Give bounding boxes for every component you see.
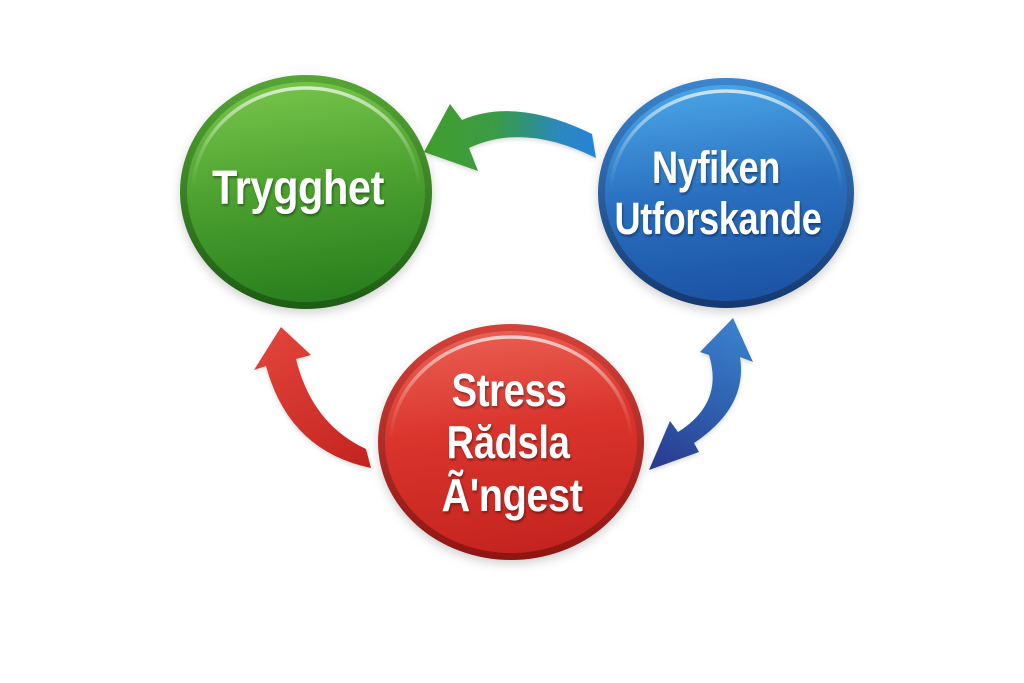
nyfiken-gloss-ring bbox=[609, 89, 843, 297]
stress-label-line1: Stress bbox=[452, 364, 567, 416]
trygghet-body bbox=[187, 82, 425, 302]
nyfiken-label-line2: Utforskande bbox=[615, 193, 822, 244]
node-trygghet: Trygghet bbox=[180, 75, 432, 309]
node-nyfiken-utforskande: Nyfiken Utforskande bbox=[598, 78, 854, 308]
node-stress-radsla-angest: Stress Rădsla Ã'ngest bbox=[378, 324, 644, 560]
arrow-blue-to-green bbox=[424, 104, 596, 171]
stress-label-line3: Ã'ngest bbox=[442, 469, 583, 521]
nyfiken-body bbox=[605, 85, 847, 301]
trygghet-label: Trygghet bbox=[212, 162, 384, 215]
nyfiken-label-line1: Nyfiken bbox=[652, 142, 780, 193]
arrow-red-to-green bbox=[254, 327, 371, 468]
stress-label-line2: Rădsla bbox=[447, 416, 571, 468]
stress-gloss-ring bbox=[389, 335, 633, 549]
trygghet-gloss-ring bbox=[191, 86, 421, 298]
arrow-blue-red-bidirectional bbox=[649, 318, 753, 470]
stress-body bbox=[385, 331, 637, 553]
